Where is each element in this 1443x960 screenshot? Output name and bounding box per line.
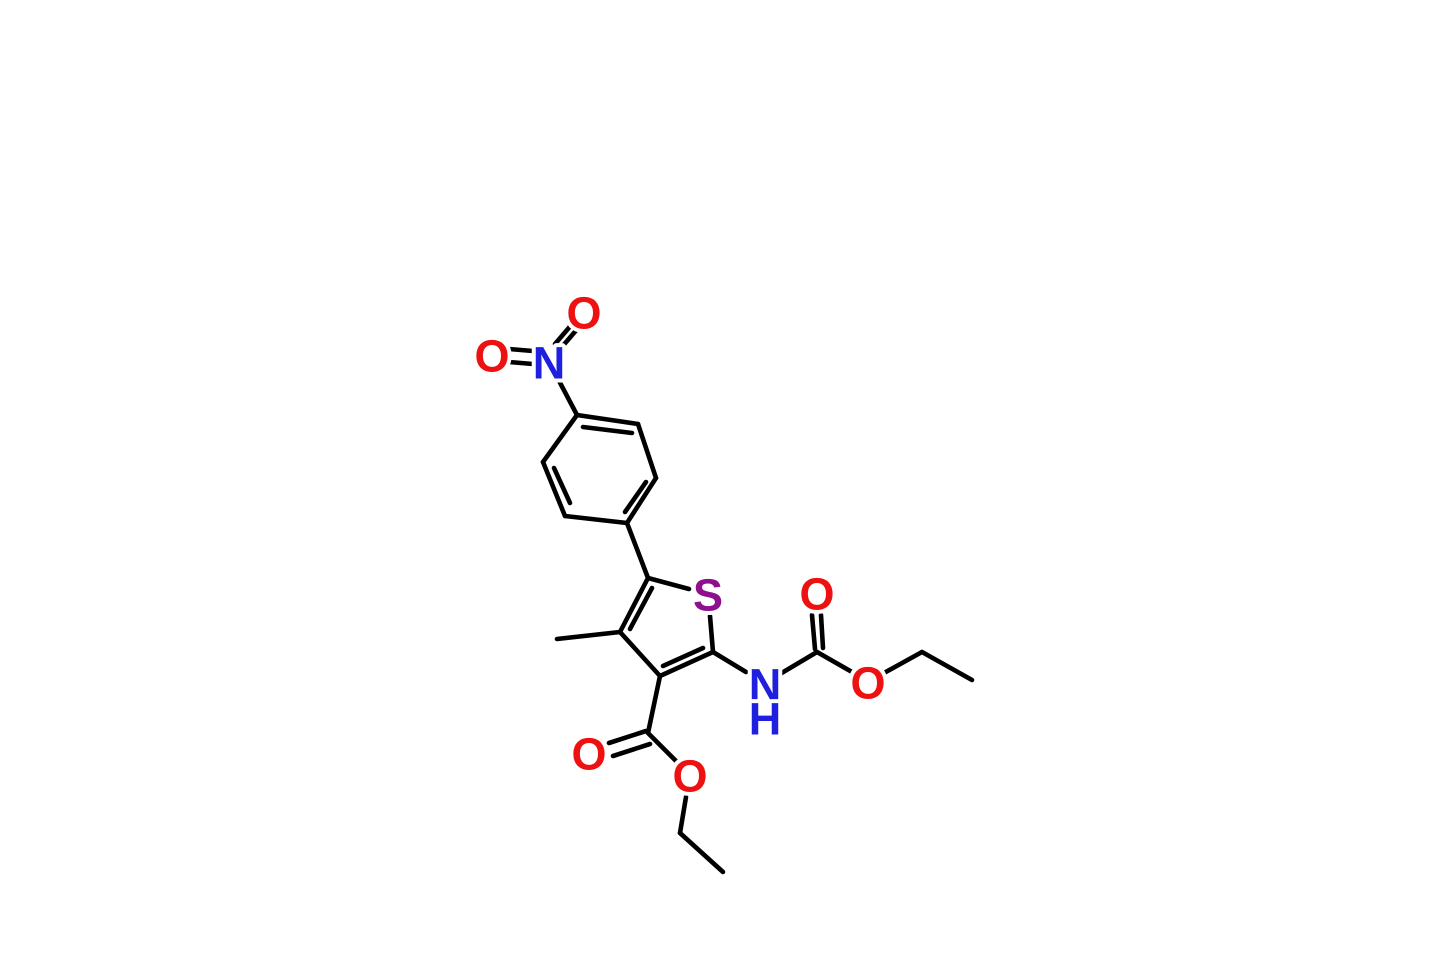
bond-single [677, 794, 689, 836]
bond-single [645, 673, 663, 736]
bond-ring [562, 513, 630, 526]
bond-ring [657, 649, 716, 679]
bond-ring [617, 629, 663, 679]
bond-double-line-1 [506, 346, 536, 354]
bond-ring [574, 412, 641, 427]
bond-double-line-1 [558, 324, 582, 351]
carbamate-carbonyl-oxygen-label: O [799, 568, 834, 619]
carbamate-nh-hydrogen-label: H [749, 693, 782, 744]
bond-single [677, 830, 726, 875]
bond-double-inner [660, 645, 706, 669]
carbamate-ester-oxygen-label: O [850, 657, 885, 708]
bond-ring [635, 421, 659, 481]
bond-double-line-2 [610, 741, 653, 759]
bond-single [814, 649, 855, 675]
carbamate-nitrogen-label: N [749, 659, 782, 710]
bond-single [919, 649, 975, 683]
bond-double-inner [622, 479, 649, 515]
bond-double-line-2 [818, 612, 826, 651]
bond-single [710, 649, 749, 675]
bond-double-inner [627, 585, 655, 632]
bond-single [881, 649, 925, 676]
bond-single [645, 730, 679, 764]
bond-double-inner [551, 465, 573, 506]
bond-ring [645, 575, 692, 592]
thiophene-sulfur-label: S [693, 569, 723, 620]
ester-oxygen-label: O [672, 750, 707, 801]
bond-double-line-2 [552, 320, 576, 347]
nitro-oxygen-top-label: O [566, 287, 601, 338]
bond-double-line-1 [606, 728, 649, 746]
ester-carbonyl-oxygen-label: O [571, 728, 606, 779]
bond-ring [624, 475, 659, 526]
bond-ring [617, 575, 651, 635]
bond-single [777, 649, 820, 677]
bond-double-line-1 [809, 612, 818, 652]
bond-double-inner [580, 424, 635, 436]
bond-single [554, 629, 623, 642]
nitro-nitrogen-label: N [533, 337, 566, 388]
nitro-oxygen-left-label: O [474, 330, 509, 381]
bond-single [554, 374, 580, 418]
bond-single [624, 520, 651, 581]
bond-double-line-2 [506, 359, 536, 367]
bond-ring [707, 613, 716, 655]
bond-ring [540, 412, 580, 465]
bond-ring [540, 459, 568, 519]
